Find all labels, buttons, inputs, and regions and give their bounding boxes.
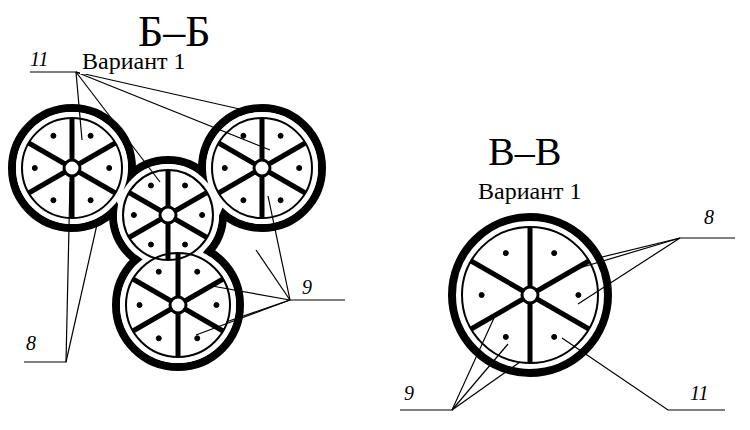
hole [183,242,188,247]
leader-lines [24,72,735,410]
hole [200,213,205,218]
hole [241,133,246,138]
hole [195,269,200,274]
lobe-fill [120,247,236,363]
section-bb [12,108,322,367]
spoke [176,313,181,357]
spoke [79,143,115,164]
spoke [471,299,523,329]
variant-label: Вариант 1 [476,178,584,204]
inner-ring [123,170,213,260]
spoke [70,118,75,160]
spoke [166,223,171,260]
spoke [260,118,265,160]
section-vv [452,217,608,373]
hole [148,242,153,247]
spoke [269,172,305,193]
spoke [129,193,161,212]
hole [156,336,161,341]
callout-number: 11 [688,382,711,404]
hub [254,160,270,176]
hole [576,293,581,298]
hole [222,166,227,171]
spoke [133,309,171,331]
hub [160,207,176,223]
hole [88,198,93,203]
hole [183,183,188,188]
hole [148,183,153,188]
spoke [537,299,589,329]
hole [107,166,112,171]
hole [479,293,484,298]
spoke [166,170,171,207]
section-title: В–В [486,130,563,174]
hole [88,133,93,138]
spoke [537,261,589,291]
spoke [185,279,223,301]
hub [64,160,80,176]
hole [195,336,200,341]
lobe-fill [16,112,128,224]
hole [278,133,283,138]
hole [297,166,302,171]
callout-number: 8 [702,206,716,228]
spoke [129,219,161,238]
spoke [528,227,533,287]
inner-ring [126,253,230,357]
spoke [175,219,207,238]
spoke [79,172,115,193]
hole [214,303,219,308]
disc-outline [452,217,608,373]
hole [552,251,557,256]
callout-number: 8 [24,332,38,354]
hole [241,198,246,203]
hub [170,297,186,313]
spoke [133,279,171,301]
callout-number: 9 [402,382,416,404]
hole [131,213,136,218]
spoke [528,303,533,363]
spoke [471,261,523,291]
hole [503,334,508,339]
hole [552,334,557,339]
hole [278,198,283,203]
callout-number: 9 [300,276,314,298]
hub [522,287,538,303]
hole [137,303,142,308]
lobe-fill [206,112,318,224]
spoke [260,176,265,218]
spoke [219,143,255,164]
spoke [269,143,305,164]
hole [51,133,56,138]
hole [32,166,37,171]
spoke [29,172,65,193]
callout-number: 11 [28,48,51,70]
hole [51,198,56,203]
spoke [175,193,207,212]
inner-ring [22,118,122,218]
spoke [219,172,255,193]
hole [156,269,161,274]
variant-label: Вариант 1 [80,48,188,74]
hole [503,251,508,256]
spoke [29,143,65,164]
